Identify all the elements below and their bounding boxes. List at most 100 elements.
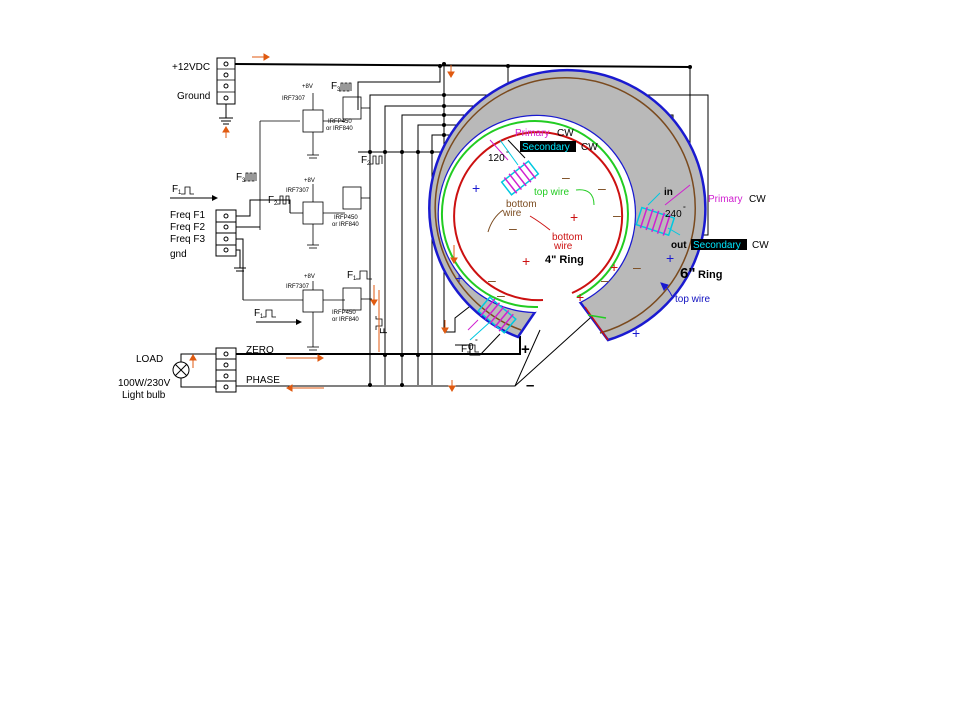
svg-text:F: F [347,270,353,281]
mosfet2-label-b: or IRF840 [332,222,359,228]
mosfet2-label-a: IRFP450 [334,215,358,221]
svg-text:F: F [254,308,260,319]
driver-stage-3 [243,281,372,351]
coil120-secondary-bg [520,141,576,152]
load-label: LOAD [136,354,163,365]
polarity-marks: + + + + + + + + – – – – – – – – [455,169,674,341]
svg-text:+: + [576,289,584,305]
supply-label: +12VDC [172,62,210,73]
freq1-label: Freq F1 [170,210,205,221]
load-terminal [215,347,237,393]
driver-stage-2 [290,184,370,249]
phase-label: PHASE [246,375,280,386]
pulse-f3-top: F 3 [331,81,352,93]
pulse-f2-mid: F 2 [361,155,383,167]
supply-rail [234,63,691,68]
svg-text:–: – [509,220,517,236]
coil120-angle: 120 [488,153,505,164]
bulb-rating: 100W/230V [118,378,171,389]
driver2-label: IRF7307 [286,188,310,194]
pulse-f1-coil0: F [461,344,479,355]
mosfet3-label-a: IRFP450 [332,310,356,316]
svg-text:2: 2 [367,161,371,167]
svg-text:F: F [379,328,390,334]
svg-text:+: + [632,325,640,341]
inner-bottom-wire-label-b: wire [553,241,573,252]
coil120-deg: ° [506,150,509,158]
large-ring-word: Ring [698,269,722,281]
svg-text:–: – [601,272,609,288]
power-input-terminal [216,57,236,105]
coil120-primary: Primary [515,128,549,139]
svg-text:+: + [610,259,618,275]
inner-bottom-wire-label-a: bottom [552,232,583,243]
coil0-deg: ° [475,338,478,346]
svg-text:+: + [455,270,463,286]
coil-120 [500,160,540,196]
freq3-label: Freq F3 [170,234,205,245]
coil240-in: in [664,187,673,198]
svg-text:3: 3 [337,87,341,93]
pulse-f1-driver: F 1 [254,308,302,325]
light-bulb-icon [172,353,216,388]
mosfet3-label-b: or IRF840 [332,317,359,323]
coil240-primary: Primary [708,194,742,205]
mosfet1-label-b: or IRF840 [326,126,353,132]
driver-stage-1 [259,93,370,230]
svg-text:+: + [666,250,674,266]
svg-text:F: F [236,172,242,183]
pulse-f1-vertical: F [375,316,390,334]
pulse-f1-low: F 1 [347,270,372,282]
driver1-label: IRF7307 [282,96,306,102]
svg-text:–: – [562,169,570,185]
zero-label: ZERO [246,345,274,356]
svg-text:–: – [598,180,606,196]
ground-symbol-top [219,104,233,125]
svg-text:2: 2 [274,201,278,207]
current-arrows [189,53,458,392]
freq-input-wires [234,199,291,300]
outer-bottom-wire-label-b: wire [502,208,522,219]
mosfet1-label-a: IRFP450 [328,119,352,125]
driver2-plus: +8V [304,178,315,184]
bulb-desc: Light bulb [122,390,166,401]
freq2-label: Freq F2 [170,222,205,233]
coil120-secondary: Secondary [522,142,570,153]
svg-text:1: 1 [178,190,182,196]
inner-ring-4in [438,116,635,312]
pulse-f3-driver: F 3 [236,172,257,184]
coil-240 [635,206,676,237]
svg-text:+: + [522,253,530,269]
svg-text:1: 1 [260,314,264,320]
coil-feeds [467,139,691,356]
coil240-angle: 240 [665,209,682,220]
output-plus: + [521,341,530,358]
svg-text:–: – [488,272,496,288]
gnd-label: gnd [170,249,187,260]
svg-text:F: F [361,155,367,166]
inner-top-wire-label: top wire [534,187,569,198]
coil240-secondary-cw: CW [752,240,769,251]
coil240-secondary: Secondary [693,240,741,251]
ground-label: Ground [177,91,210,102]
driver1-plus: +8V [302,84,313,90]
small-ring-label: 4" Ring [545,254,584,266]
svg-text:–: – [613,207,621,223]
svg-text:F: F [331,81,337,92]
coil0-angle: 0 [468,342,474,353]
pulse-f2-driver: F 2 [268,195,290,207]
svg-text:–: – [497,287,505,303]
output-minus: – [526,377,534,394]
pulse-f1-input: F 1 [170,184,218,201]
outer-bottom-wire-label-a: bottom [506,199,537,210]
driver3-plus: +8V [304,274,315,280]
svg-text:–: – [633,259,641,275]
outer-top-wire-label: top wire [675,294,710,305]
coil240-secondary-bg [691,239,747,250]
svg-text:+: + [472,180,480,196]
svg-text:F: F [268,195,274,206]
coil120-secondary-cw: CW [581,142,598,153]
svg-text:1: 1 [353,276,357,282]
ring-pointer [660,282,669,291]
